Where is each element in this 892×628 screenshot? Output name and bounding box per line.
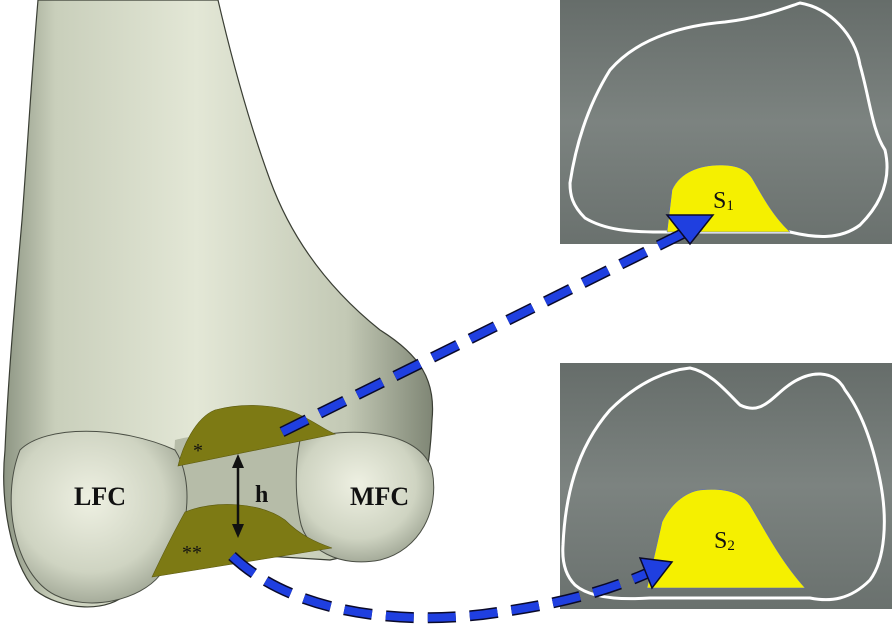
- s2-letter: S: [714, 528, 728, 554]
- upper-slice-panel: [560, 0, 892, 244]
- s2-subscript: 2: [727, 538, 735, 554]
- mfc-label: MFC: [350, 482, 410, 511]
- lower-slice-region: [646, 489, 806, 589]
- height-arrow: [232, 454, 244, 538]
- lower-region-marker: **: [182, 542, 202, 564]
- lfc-label: LFC: [74, 482, 126, 511]
- lower-slice-outline: [561, 366, 886, 602]
- s2-label: S2: [714, 528, 735, 555]
- height-label: h: [255, 482, 269, 508]
- lower-slice-panel: [560, 363, 892, 609]
- lower-arrow: [228, 551, 674, 624]
- s1-letter: S: [713, 188, 727, 214]
- s1-subscript: 1: [726, 198, 734, 214]
- s1-label: S1: [713, 188, 734, 215]
- upper-arrow: [279, 214, 715, 437]
- lateral-condyle: [10, 430, 188, 604]
- upper-slice-outline: [568, 1, 889, 238]
- upper-region-marker: *: [193, 440, 203, 462]
- medial-condyle: [295, 431, 435, 563]
